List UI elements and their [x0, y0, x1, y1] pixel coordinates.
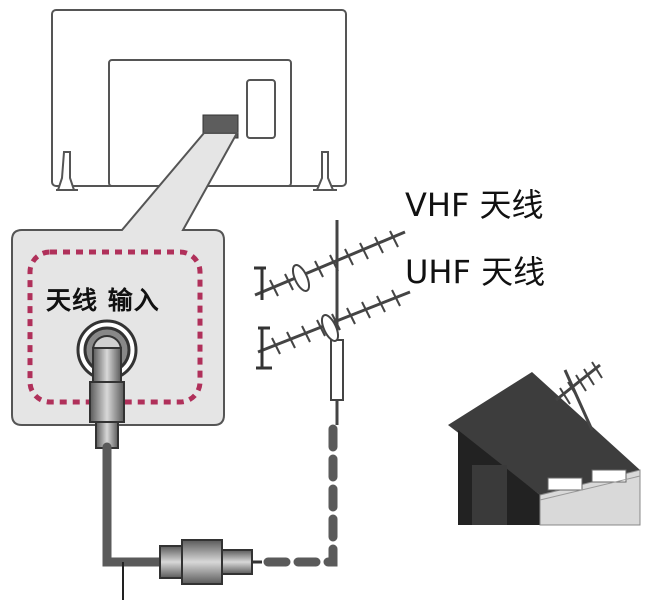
- antenna: [254, 220, 411, 425]
- house: [448, 361, 641, 526]
- callout-panel: [11, 132, 239, 449]
- coax-cable: [102, 442, 167, 567]
- dashed-cable: [263, 415, 338, 567]
- tv-back: [51, 9, 347, 191]
- uhf-antenna-label: UHF 天线: [405, 253, 546, 291]
- cable-plug: [159, 539, 262, 585]
- antenna-input-label: 天线 输入: [46, 286, 160, 315]
- vhf-antenna-label: VHF 天线: [405, 186, 544, 224]
